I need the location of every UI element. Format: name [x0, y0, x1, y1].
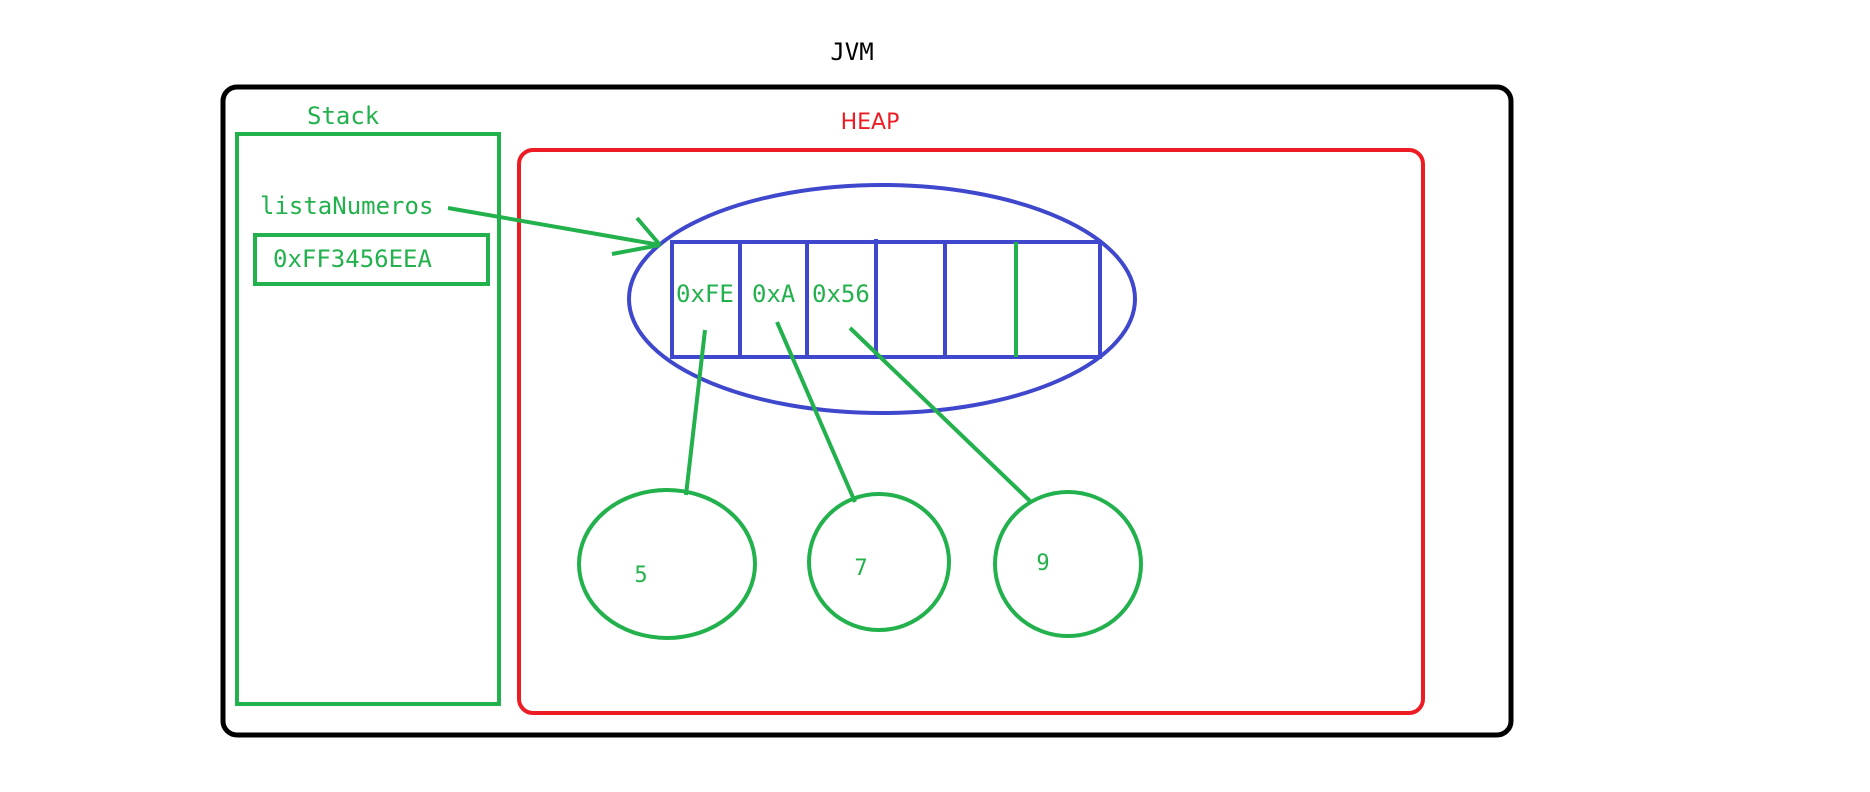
- integer-object-ellipse: [807, 492, 951, 632]
- stack-container: [235, 132, 501, 706]
- integer-object-value: 5: [634, 563, 647, 588]
- stack-label: Stack: [307, 102, 380, 130]
- jvm-title: JVM: [830, 38, 873, 66]
- cell-reference-line: [684, 329, 707, 496]
- reference-arrowhead: [635, 216, 662, 247]
- reference-arrow-line: [447, 206, 661, 247]
- cell-reference-line: [775, 321, 857, 503]
- integer-object-value: 7: [854, 556, 867, 581]
- stack-variable-name: listaNumeros: [260, 192, 433, 220]
- array-cell-value: 0xFE: [676, 280, 734, 308]
- integer-object-value: 9: [1036, 551, 1049, 576]
- array-object-ellipse: [627, 183, 1137, 415]
- integer-object-ellipse: [993, 490, 1143, 638]
- array-outline: [670, 240, 1102, 359]
- array-cell-value: 0x56: [812, 280, 870, 308]
- heap-label: HEAP: [841, 110, 900, 135]
- jvm-container: [220, 84, 1514, 738]
- reference-arrowhead: [611, 243, 661, 256]
- heap-container: [517, 148, 1425, 715]
- stack-variable-box: [253, 233, 490, 286]
- stack-variable-value: 0xFF3456EEA: [273, 245, 432, 273]
- cell-reference-line: [848, 326, 1033, 504]
- array-cell-value: 0xA: [752, 280, 796, 308]
- integer-object-ellipse: [577, 488, 757, 640]
